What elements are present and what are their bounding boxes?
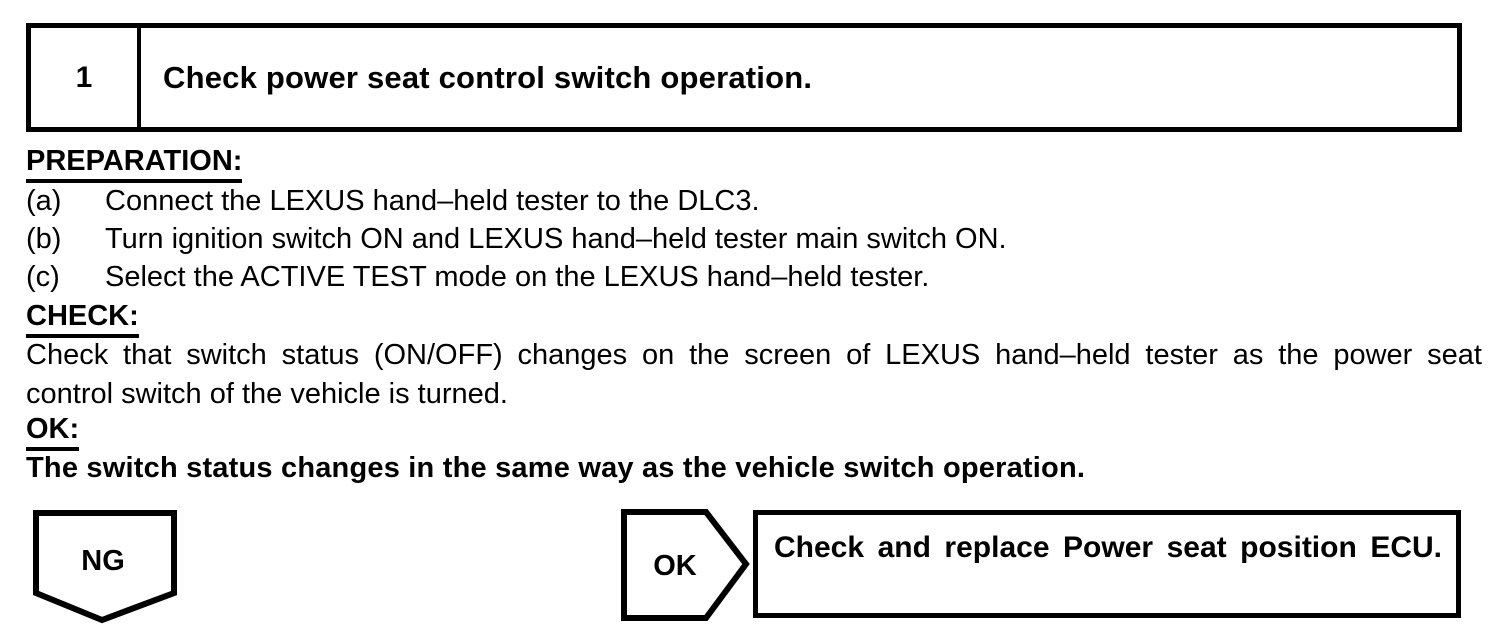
step-header-box: 1 Check power seat control switch operat… [26, 23, 1462, 132]
ng-pentagon-down-icon [33, 510, 177, 624]
prep-item-b-text: Turn ignition switch ON and LEXUS hand–h… [105, 223, 1007, 255]
check-paragraph: Check that switch status (ON/OFF) change… [26, 336, 1482, 414]
action-text: Check and replace Power seat position EC… [774, 531, 1442, 564]
prep-item-c-text: Select the ACTIVE TEST mode on the LEXUS… [105, 261, 930, 293]
prep-item-a-marker: (a) [26, 185, 62, 217]
prep-item-a-text: Connect the LEXUS hand–held tester to th… [105, 185, 760, 217]
prep-item-b-marker: (b) [26, 223, 62, 255]
ok-flow-label: OK [653, 550, 697, 582]
step-title: Check power seat control switch operatio… [163, 59, 813, 95]
step-number: 1 [31, 28, 141, 127]
ok-flow-marker: OK [621, 509, 750, 621]
preparation-label: PREPARATION: [26, 146, 243, 183]
action-box: Check and replace Power seat position EC… [753, 510, 1461, 618]
ok-result-text: The switch status changes in the same wa… [26, 452, 1086, 484]
check-text-line1: Check that switch status (ON/OFF) change… [26, 339, 1482, 371]
ng-flow-label: NG [81, 545, 125, 577]
ok-pentagon-right-icon [621, 509, 750, 621]
check-label: CHECK: [26, 301, 139, 338]
ok-label: OK: [26, 414, 80, 451]
check-text-line2: control switch of the vehicle is turned. [26, 378, 508, 410]
ng-flow-marker: NG [33, 510, 177, 624]
prep-item-c-marker: (c) [26, 261, 60, 293]
